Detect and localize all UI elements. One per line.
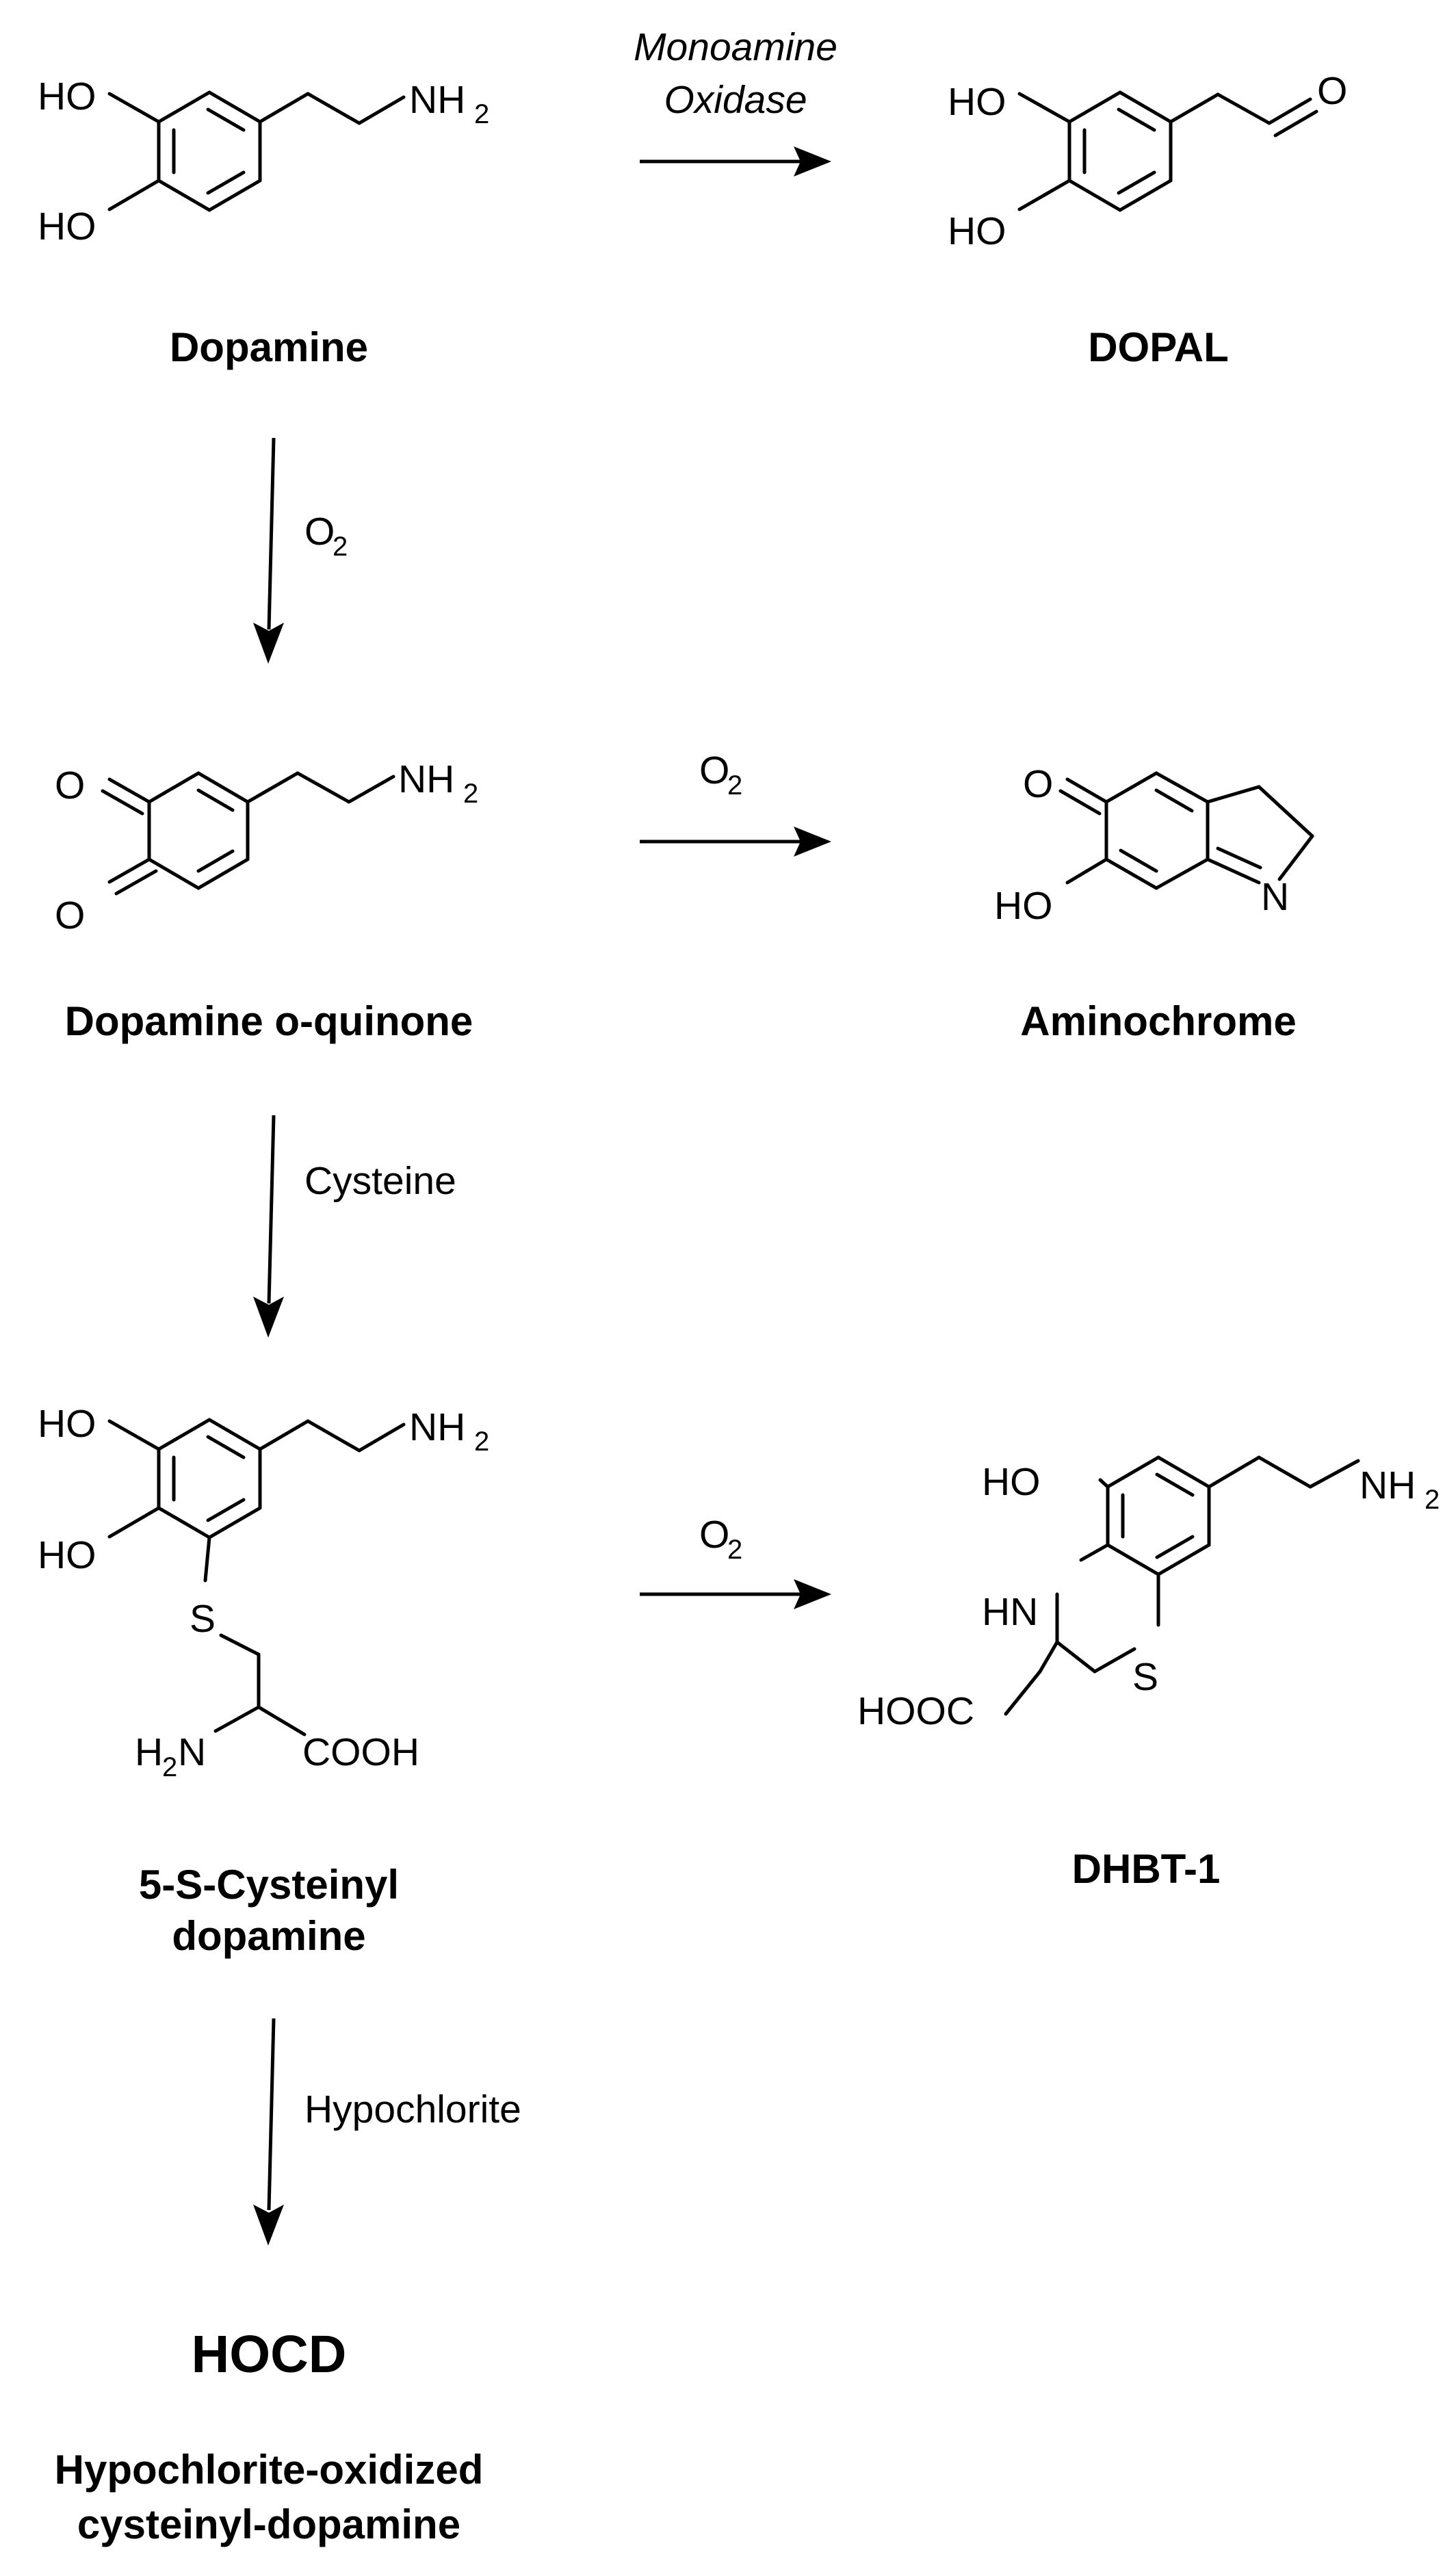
o2-label-2-subscript: 2 [727,770,742,801]
cysteinyl-dopamine-bonds [107,1418,406,1737]
o2-label-1: O [304,510,335,554]
mao-label-line2: Oxidase [664,78,807,122]
dopal-ho-top: HO [948,80,1006,124]
dopal-ho-bottom: HO [948,209,1006,253]
quinone-bonds [101,771,395,896]
o2-label-1-subscript: 2 [333,532,348,562]
o2-label-3: O [699,1513,729,1557]
quinone-o-top: O [55,764,85,807]
oxidation-arrow-right-1: O 2 [640,749,831,857]
dopamine-nh: NH [409,78,465,122]
quinone-o-bottom: O [55,894,85,937]
dhbt1-bonds [1004,1455,1360,1716]
dopamine-label: Dopamine [170,324,368,370]
dopamine-nh-subscript: 2 [474,99,489,129]
quinone-nh: NH [398,757,454,801]
dhbt1-hn: HN [982,1590,1038,1634]
cysdopa-h2n-h: H [135,1730,163,1774]
cysdopa-nh: NH [409,1405,465,1449]
dopamine-ho-top: HO [38,75,96,118]
oxidation-arrow-right-2: O 2 [640,1513,831,1609]
cysdopa-ho-top: HO [38,1402,96,1446]
mao-label-line1: Monoamine [634,25,837,69]
hocd-name-line1: Hypochlorite-oxidized [55,2447,484,2493]
quinone-label: Dopamine o-quinone [65,998,473,1044]
dopal-bonds [1017,90,1318,212]
cysdopa-h2n-n: N [178,1730,206,1774]
dhbt1-structure: HO NH 2 HN S HOOC DHBT-1 [857,1455,1440,1892]
hypochlorite-label: Hypochlorite [304,2088,521,2131]
quinone-structure: O O NH 2 Dopamine o-quinone [55,757,478,1044]
dopamine-structure: HO HO NH 2 Dopamine [38,75,489,370]
aminochrome-structure: O HO N Aminochrome [994,762,1314,1044]
hypochlorite-arrow-down: Hypochlorite [253,2018,521,2246]
cysdopa-label-line1: 5-S-Cysteinyl [139,1862,399,1908]
cysteinyl-dopamine-structure: HO HO NH 2 S H 2 N COOH 5-S-Cysteinyl do… [38,1402,489,1959]
aminochrome-n: N [1261,875,1289,919]
dhbt1-nh-subscript: 2 [1425,1485,1440,1515]
dhbt1-ho: HO [982,1460,1041,1504]
dopal-structure: HO HO O DOPAL [948,69,1347,370]
oxidation-arrow-down-1: O 2 [253,437,348,664]
dhbt1-nh: NH [1360,1464,1416,1507]
cysdopa-h2n-subscript: 2 [162,1752,177,1782]
aminochrome-bonds [1058,771,1314,890]
dopamine-ho-bottom: HO [38,205,96,248]
aminochrome-o: O [1023,762,1053,806]
dopal-label: DOPAL [1088,324,1229,370]
aminochrome-ho: HO [994,884,1053,928]
quinone-nh-subscript: 2 [463,779,478,809]
cysdopa-s: S [190,1597,216,1641]
hocd-name-line2: cysteinyl-dopamine [77,2501,460,2547]
dhbt1-s: S [1132,1655,1158,1699]
cysdopa-nh-subscript: 2 [474,1427,489,1457]
o2-label-2: O [699,749,729,792]
cysdopa-ho-bottom: HO [38,1533,96,1577]
cysteine-arrow-down: Cysteine [253,1115,456,1338]
cysteine-label: Cysteine [304,1159,456,1203]
aminochrome-label: Aminochrome [1020,998,1296,1044]
dhbt1-hooc: HOOC [857,1689,974,1733]
mao-reaction-arrow: Monoamine Oxidase [634,25,837,177]
cysdopa-label-line2: dopamine [172,1913,365,1959]
dopal-aldehyde-o: O [1317,69,1347,113]
hocd-abbreviation: HOCD [192,2325,347,2384]
dopamine-bonds [107,90,406,212]
hocd-product: HOCD Hypochlorite-oxidized cysteinyl-dop… [55,2325,484,2547]
dhbt1-label: DHBT-1 [1072,1846,1221,1892]
o2-label-3-subscript: 2 [727,1535,742,1565]
cysdopa-cooh: COOH [302,1730,419,1774]
